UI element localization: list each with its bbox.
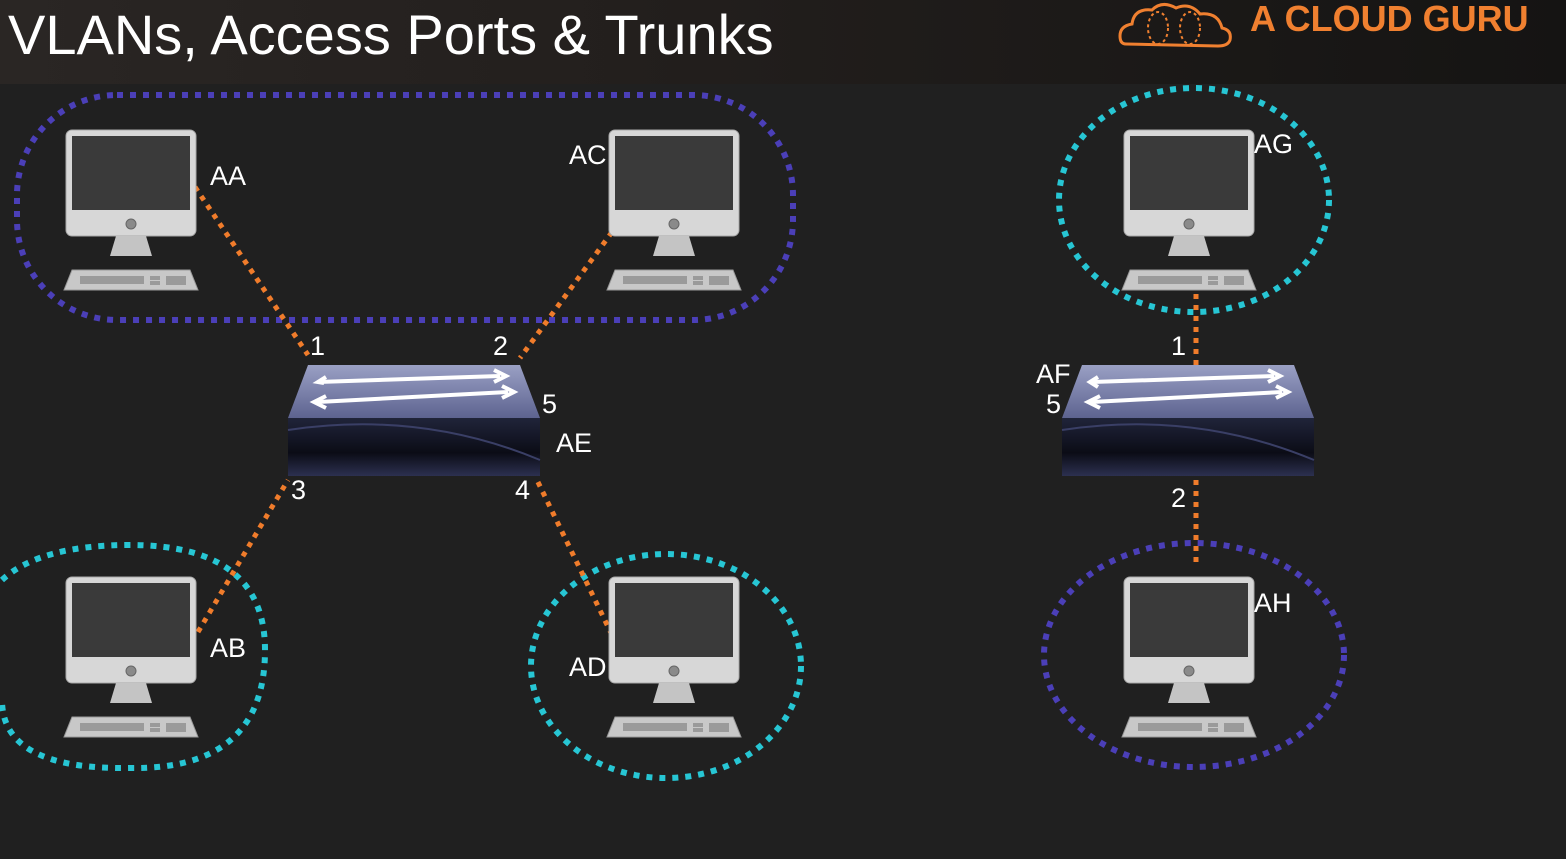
port-label: 5 — [1046, 389, 1061, 419]
link-ad-ae — [533, 476, 615, 637]
computer-ah-label: AH — [1254, 588, 1292, 618]
vlan-purple-outline — [14, 92, 796, 323]
computer-ad-label: AD — [569, 652, 607, 682]
computer-ag-label: AG — [1254, 129, 1293, 159]
vlan-purple-outline — [1041, 540, 1347, 770]
computer-ag-icon — [1121, 129, 1257, 291]
computer-aa-label: AA — [210, 161, 246, 191]
port-label: 1 — [310, 331, 325, 361]
computer-aa-icon — [63, 129, 199, 291]
port-label: 4 — [515, 475, 530, 505]
switch-ae-label: AE — [556, 428, 592, 458]
port-label: 1 — [1171, 331, 1186, 361]
computer-ab-label: AB — [210, 633, 246, 663]
computer-ad-icon — [606, 576, 742, 738]
port-label: 5 — [542, 389, 557, 419]
computer-ah-icon — [1121, 576, 1257, 738]
link-aa-ae — [192, 185, 311, 357]
computer-ab-icon — [63, 576, 199, 738]
switch-ae-icon — [287, 365, 541, 476]
slide-title: VLANs, Access Ports & Trunks — [8, 3, 774, 66]
cloud-logo-icon — [1118, 3, 1232, 48]
port-label: 2 — [1171, 483, 1186, 513]
vlan-cyan-outline — [528, 551, 804, 781]
brand-name: A CLOUD GURU — [1250, 0, 1529, 39]
vlan-cyan-outline — [0, 541, 269, 772]
link-ab-ae — [195, 478, 291, 634]
port-label: 2 — [493, 331, 508, 361]
switch-af-icon — [1061, 365, 1315, 476]
port-label: 3 — [291, 475, 306, 505]
header-bar: VLANs, Access Ports & Trunks A CLOUD GUR… — [0, 0, 1566, 84]
computer-ac-label: AC — [569, 140, 607, 170]
computer-ac-icon — [606, 129, 742, 291]
switch-af-label: AF — [1036, 359, 1071, 389]
vlan-cyan-outline — [1056, 85, 1332, 315]
link-ac-ae — [517, 230, 615, 360]
